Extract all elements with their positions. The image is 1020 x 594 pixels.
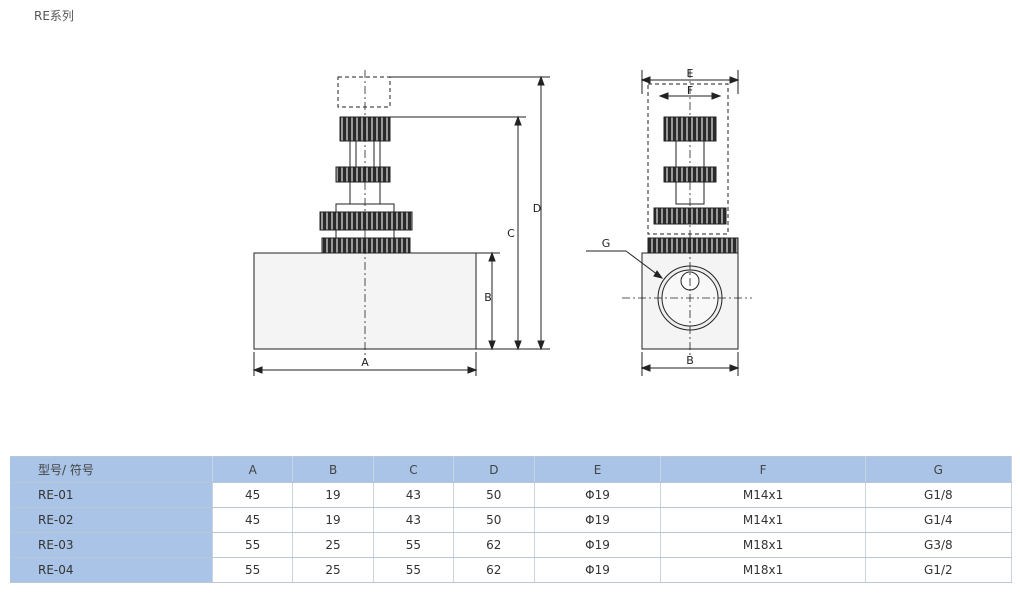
cell-model: RE-04 [10, 557, 213, 583]
dim-label-b-side: B [484, 291, 492, 304]
cell-f: M14x1 [660, 482, 866, 508]
large-nut [319, 211, 413, 231]
table-row: RE-02 45 19 43 50 Φ19 M14x1 G1/4 [10, 507, 1013, 533]
header-c: C [373, 456, 455, 483]
header-model: 型号/ 符号 [10, 456, 213, 483]
dim-label-c: C [507, 227, 515, 240]
header-e: E [534, 456, 662, 483]
dim-label-f: F [687, 84, 693, 97]
cell-a: 55 [212, 532, 294, 558]
cell-g: G1/2 [865, 557, 1013, 583]
cell-g: G3/8 [865, 532, 1013, 558]
cell-f: M14x1 [660, 507, 866, 533]
cell-a: 45 [212, 482, 294, 508]
cell-a: 45 [212, 507, 294, 533]
adjuster-cap-outline [337, 76, 391, 108]
dim-label-d: D [533, 202, 541, 215]
cell-e: Φ19 [534, 482, 662, 508]
front-envelope [647, 83, 729, 235]
cell-c: 55 [373, 557, 455, 583]
series-title: RE系列 [34, 9, 74, 23]
cell-d: 50 [453, 482, 535, 508]
table-row: RE-03 55 25 55 62 Φ19 M18x1 G3/8 [10, 532, 1013, 558]
table-row: RE-04 55 25 55 62 Φ19 M18x1 G1/2 [10, 557, 1013, 583]
header-d: D [453, 456, 535, 483]
cell-e: Φ19 [534, 557, 662, 583]
table-row: RE-01 45 19 43 50 Φ19 M14x1 G1/8 [10, 482, 1013, 508]
base-nut [321, 237, 411, 254]
dim-label-g: G [602, 237, 611, 250]
cell-g: G1/4 [865, 507, 1013, 533]
side-view [252, 70, 550, 376]
cell-f: M18x1 [660, 557, 866, 583]
cell-d: 62 [453, 557, 535, 583]
cell-b: 25 [292, 532, 374, 558]
cell-a: 55 [212, 557, 294, 583]
header-f: F [660, 456, 866, 483]
spec-table-header-row: 型号/ 符号 A B C D E F G [10, 456, 1013, 483]
spec-table: 型号/ 符号 A B C D E F G RE-01 45 19 43 50 Φ… [10, 456, 1013, 583]
technical-drawing: A B C D [252, 67, 752, 376]
dim-label-e: E [687, 67, 694, 80]
dim-label-a: A [361, 356, 369, 369]
cell-model: RE-01 [10, 482, 213, 508]
dim-label-b-front: B [686, 354, 694, 367]
cell-c: 55 [373, 532, 455, 558]
cell-e: Φ19 [534, 507, 662, 533]
header-b: B [292, 456, 374, 483]
cell-e: Φ19 [534, 532, 662, 558]
cell-d: 62 [453, 532, 535, 558]
lock-nut [335, 166, 391, 183]
cell-model: RE-03 [10, 532, 213, 558]
cell-b: 19 [292, 507, 374, 533]
cell-b: 25 [292, 557, 374, 583]
front-view [586, 70, 752, 376]
cell-model: RE-02 [10, 507, 213, 533]
cell-b: 19 [292, 482, 374, 508]
cell-g: G1/8 [865, 482, 1013, 508]
cell-c: 43 [373, 482, 455, 508]
cell-f: M18x1 [660, 532, 866, 558]
header-g: G [865, 456, 1013, 483]
cell-c: 43 [373, 507, 455, 533]
header-a: A [212, 456, 294, 483]
cell-d: 50 [453, 507, 535, 533]
